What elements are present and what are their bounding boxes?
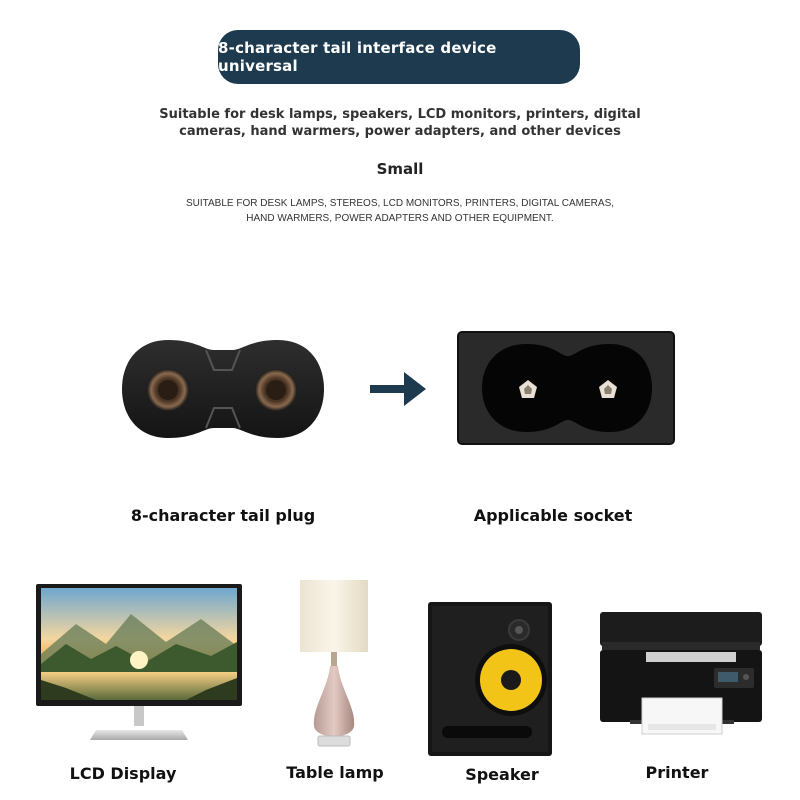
- printer-image: [600, 612, 764, 742]
- arrow: [368, 370, 428, 410]
- device-label-lamp: Table lamp: [286, 763, 384, 782]
- subtitle-line-1: Suitable for desk lamps, speakers, LCD m…: [159, 107, 641, 122]
- lcd-display-image: [36, 584, 242, 744]
- caps-line-1: SUITABLE FOR DESK LAMPS, STEREOS, LCD MO…: [185, 198, 615, 209]
- plug-label: 8-character tail plug: [130, 506, 316, 525]
- size-label: Small: [376, 160, 424, 178]
- monitor-icon: [36, 584, 242, 740]
- socket-image: [456, 330, 676, 446]
- title-banner: 8-character tail interface device univer…: [218, 30, 580, 84]
- device-label-speaker: Speaker: [465, 765, 539, 784]
- figure-8-socket-icon: [457, 331, 675, 445]
- caps-description: SUITABLE FOR DESK LAMPS, STEREOS, LCD MO…: [150, 196, 650, 226]
- subtitle: Suitable for desk lamps, speakers, LCD m…: [150, 106, 650, 140]
- arrow-right-icon: [370, 372, 426, 406]
- page-title: 8-character tail interface device univer…: [218, 39, 497, 75]
- speaker-icon: [428, 602, 552, 756]
- subtitle-line-2: cameras, hand warmers, power adapters, a…: [179, 124, 621, 139]
- device-label-printer: Printer: [645, 763, 709, 782]
- table-lamp-image: [296, 578, 372, 754]
- device-label-lcd: LCD Display: [69, 764, 177, 783]
- figure-8-plug-icon: [122, 340, 324, 438]
- lamp-icon: [300, 580, 368, 747]
- printer-icon: [600, 612, 762, 735]
- plug-image: [118, 336, 328, 442]
- caps-line-2: HAND WARMERS, POWER ADAPTERS AND OTHER E…: [246, 213, 554, 224]
- speaker-image: [428, 602, 554, 758]
- socket-label: Applicable socket: [473, 506, 633, 525]
